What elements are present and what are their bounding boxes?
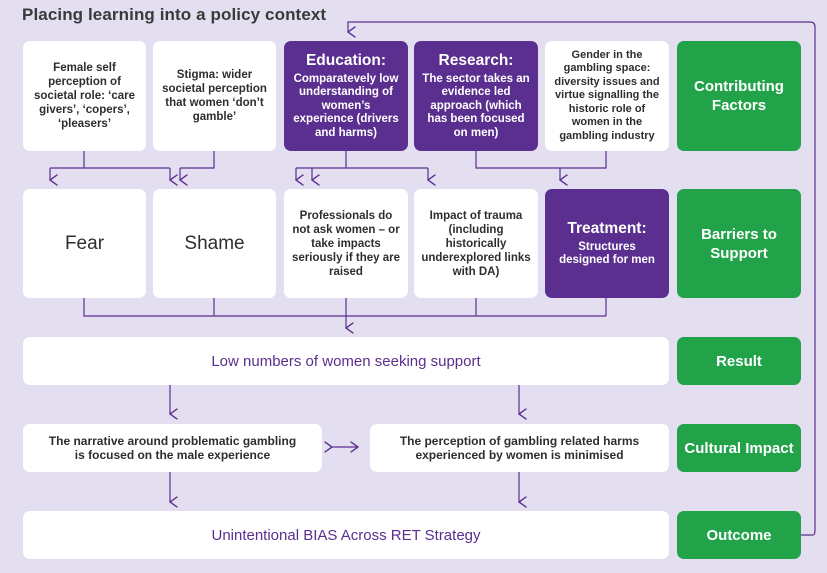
research-body: The sector takes an evidence led approac… (422, 72, 530, 139)
barriers-to-support-text: Barriers to Support (701, 225, 777, 262)
diagram-title: Placing learning into a policy context (22, 5, 327, 24)
contributing-factors-text: Contributing Factors (694, 78, 784, 114)
outcome-label: Outcome (677, 511, 801, 559)
treatment-title: Treatment: (567, 219, 647, 237)
perception-box: The perception of gambling related harms… (370, 424, 669, 472)
connector-row1-col5 (560, 151, 607, 169)
cultural-impact-text: Cultural Impact (684, 439, 794, 457)
barriers-to-support-label: Barriers to Support (677, 189, 801, 298)
gender-gambling-text: Gender in the gambling space: diversity … (554, 48, 660, 142)
fear-box: Fear (23, 189, 146, 298)
connector-row1-col2 (180, 151, 215, 169)
shame-box: Shame (153, 189, 276, 298)
shame-text: Shame (184, 232, 245, 254)
female-self-perception-text: Female self perception of societal role:… (34, 62, 135, 130)
professionals-text: Professionals do not ask women – or take… (291, 209, 401, 278)
connector-row1-col3 (296, 151, 347, 169)
stigma-box: Stigma: wider societal perception that w… (153, 41, 276, 151)
female-self-perception-box: Female self perception of societal role:… (23, 41, 146, 151)
contributing-factors-label: Contributing Factors (677, 41, 801, 151)
treatment-box: Treatment: Structures designed for men (545, 189, 669, 298)
narrative-text: The narrative around problematic gamblin… (48, 434, 297, 462)
trauma-box: Impact of trauma (including historically… (414, 189, 538, 298)
cultural-impact-label: Cultural Impact (677, 424, 801, 472)
research-title: Research: (438, 51, 514, 69)
connector-row1-col4 (475, 151, 560, 169)
professionals-box: Professionals do not ask women – or take… (284, 189, 408, 298)
education-title: Education: (305, 51, 387, 69)
result-label-text: Result (716, 352, 762, 370)
treatment-body: Structures designed for men (559, 240, 655, 267)
education-box: Education: Comparatevely low understandi… (284, 41, 408, 151)
outcome-box: Unintentional BIAS Across RET Strategy (23, 511, 669, 559)
connector-row1-col1 (83, 151, 170, 169)
result-text: Low numbers of women seeking support (211, 352, 481, 370)
perception-text: The perception of gambling related harms… (399, 434, 640, 462)
feedback-loop-line (348, 21, 816, 536)
fear-text: Fear (64, 232, 105, 254)
result-label: Result (677, 337, 801, 385)
narrative-box: The narrative around problematic gamblin… (23, 424, 322, 472)
outcome-label-text: Outcome (706, 526, 772, 544)
stigma-text: Stigma: wider societal perception that w… (162, 69, 267, 123)
education-body: Comparatevely low understanding of women… (293, 72, 399, 139)
connector-barriers-to-result (83, 298, 607, 317)
research-box: Research: The sector takes an evidence l… (414, 41, 538, 151)
gender-gambling-box: Gender in the gambling space: diversity … (545, 41, 669, 151)
trauma-text: Impact of trauma (including historically… (421, 209, 531, 278)
outcome-text: Unintentional BIAS Across RET Strategy (211, 526, 481, 544)
result-box: Low numbers of women seeking support (23, 337, 669, 385)
